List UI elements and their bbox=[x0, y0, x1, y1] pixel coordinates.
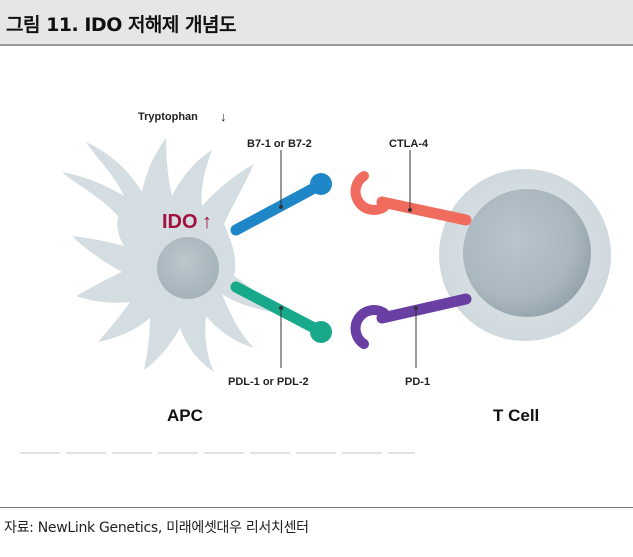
tryptophan-label: Tryptophan bbox=[138, 111, 198, 123]
pd1-molecule bbox=[350, 293, 472, 349]
b7-label: B7-1 or B7-2 bbox=[247, 138, 312, 150]
ctla4-molecule bbox=[350, 171, 472, 226]
t-cell bbox=[439, 169, 611, 341]
pdl1-label: PDL-1 or PDL-2 bbox=[228, 376, 309, 388]
source-note: 자료: NewLink Genetics, 미래에셋대우 리서치센터 bbox=[4, 520, 309, 536]
pdl1-molecule bbox=[230, 281, 332, 343]
pd1-label: PD-1 bbox=[405, 376, 430, 388]
apc-nucleus bbox=[157, 237, 219, 299]
figure-title: 그림 11. IDO 저해제 개념도 bbox=[6, 14, 236, 36]
ido-inhibitor-diagram: Tryptophan ↓ IDO ↑ B7-1 or B7-2 CTLA-4 P… bbox=[20, 109, 611, 454]
apc-label: APC bbox=[167, 406, 203, 425]
source-bar: 자료: NewLink Genetics, 미래에셋대우 리서치센터 bbox=[0, 507, 633, 557]
ctla4-label: CTLA-4 bbox=[389, 138, 429, 150]
ido-label: IDO bbox=[162, 211, 198, 233]
tcell-label: T Cell bbox=[493, 406, 539, 425]
label-leader-lines bbox=[280, 150, 417, 368]
label-leader-dots bbox=[279, 205, 418, 310]
title-bar: 그림 11. IDO 저해제 개념도 bbox=[0, 0, 633, 46]
tryptophan-down-arrow: ↓ bbox=[220, 109, 227, 124]
ido-up-arrow: ↑ bbox=[202, 211, 212, 233]
t-cell-nucleus bbox=[463, 189, 591, 317]
b7-molecule bbox=[230, 173, 332, 236]
apc-cell bbox=[62, 138, 272, 372]
